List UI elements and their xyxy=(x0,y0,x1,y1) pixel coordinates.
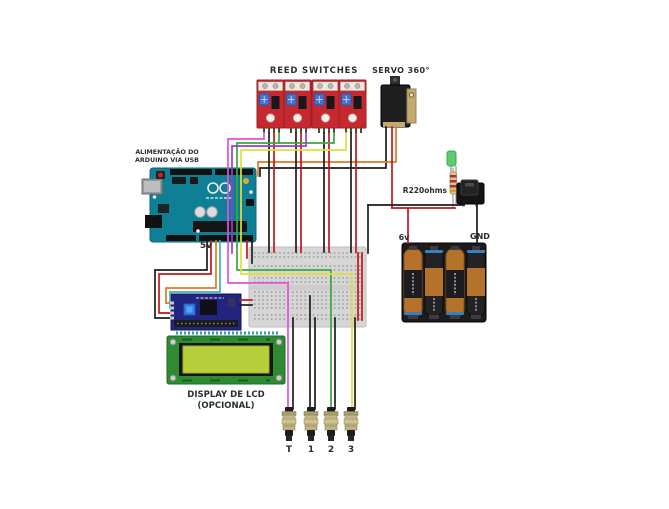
lcd-screw xyxy=(275,374,283,382)
connector-1-label: 1 xyxy=(308,445,314,455)
power-jack xyxy=(145,215,162,228)
servo-motor xyxy=(380,76,417,128)
i2c-pin xyxy=(170,306,174,310)
i2c-backpack-module xyxy=(170,293,242,331)
mounting-hole xyxy=(196,229,200,233)
wires xyxy=(154,126,478,411)
connector-3 xyxy=(343,406,359,442)
battery-holder xyxy=(401,242,487,323)
smd-component xyxy=(172,177,186,184)
header-bottom-left xyxy=(166,235,196,241)
i2c-jumper xyxy=(228,298,235,307)
reed-switch-module-2 xyxy=(283,79,312,134)
mounting-hole xyxy=(249,190,253,194)
resistor-band xyxy=(450,175,457,178)
smd-component xyxy=(190,177,198,184)
battery-aa-2 xyxy=(424,245,444,320)
icsp-header xyxy=(246,199,254,206)
servo-bottom-band xyxy=(383,122,405,127)
reed3-signal-link-wire xyxy=(278,132,335,144)
servo-ground-wire xyxy=(259,126,387,177)
breadboard xyxy=(248,246,367,328)
lcd-screw xyxy=(275,338,283,346)
switch-glint xyxy=(465,183,474,187)
i2c-sda-wire xyxy=(165,240,217,304)
resistor-220ohm xyxy=(449,168,457,208)
resistor-band xyxy=(450,189,457,192)
servo-signal-wire xyxy=(257,126,397,177)
i2c-gnd-wire xyxy=(154,240,208,319)
capacitor xyxy=(194,206,206,218)
i2c-pin xyxy=(170,301,174,305)
lcd-label-line1: DISPLAY DE LCD xyxy=(187,390,264,400)
lcd-screen xyxy=(182,345,270,374)
arduino-logo xyxy=(207,182,219,194)
i2c-chip xyxy=(200,300,217,315)
mounting-hole xyxy=(152,195,157,199)
servo-mount-hole xyxy=(408,92,415,98)
atmega-chip xyxy=(193,221,247,232)
header-top-right xyxy=(215,169,253,175)
connector-t xyxy=(281,406,297,442)
arduino-5v-label: 5v xyxy=(200,241,212,251)
usb-port-face xyxy=(144,181,160,192)
breadboard-center-channel xyxy=(249,285,366,290)
arduino-power-label-line2: ARDUINO VIA USB xyxy=(135,157,199,164)
battery-6v-label: 6v xyxy=(399,233,411,242)
voltage-regulator xyxy=(158,204,169,213)
ground-bus-wire xyxy=(367,200,465,206)
connector-2-label: 2 xyxy=(328,445,334,455)
reed-switches-label: REED SWITCHES xyxy=(270,66,358,76)
resistor-band xyxy=(450,180,457,183)
reed-switch-module-1 xyxy=(256,79,285,134)
gold-pad xyxy=(243,178,249,184)
battery-aa-1 xyxy=(403,245,423,320)
connector-3-label: 3 xyxy=(348,445,354,455)
i2c-vcc-wire xyxy=(158,240,212,314)
lcd-screw xyxy=(169,374,177,382)
i2c-pot-core xyxy=(186,306,193,313)
capacitor xyxy=(206,206,218,218)
header-bottom-right xyxy=(199,235,253,241)
servo-shaft-top xyxy=(393,78,397,82)
switch-rocker xyxy=(460,179,479,196)
rocker-switch xyxy=(456,179,485,207)
reed-signal-purple-wire xyxy=(231,132,307,254)
header-top-left xyxy=(170,169,212,175)
arduino-uno xyxy=(141,167,257,243)
battery-aa-3 xyxy=(445,245,465,320)
servo-body xyxy=(380,84,411,128)
i2c-left-pins xyxy=(170,301,174,320)
i2c-pin xyxy=(170,316,174,320)
i2c-pin xyxy=(170,311,174,315)
connector-t-label: T xyxy=(286,445,293,455)
connector-2 xyxy=(323,406,339,442)
resistor-label: R220ohms xyxy=(403,186,448,195)
battery-pack xyxy=(401,242,487,323)
lcd-label-line2: (OPCIONAL) xyxy=(198,401,255,411)
battery-gnd-label: GND xyxy=(470,232,490,241)
lcd-screw xyxy=(169,338,177,346)
battery-aa-4 xyxy=(466,245,486,320)
arduino-power-label-line1: ALIMENTAÇÃO DO xyxy=(135,147,199,156)
arduino-logo xyxy=(219,182,231,194)
reset-button xyxy=(158,172,163,178)
resistor-band xyxy=(450,185,457,188)
reed-switch-module-4 xyxy=(338,79,367,134)
servo-mount-flange xyxy=(406,88,417,124)
reed-signal-yellow-wire xyxy=(240,132,353,411)
connector-1 xyxy=(303,406,319,442)
reed-t-signal-wire xyxy=(227,132,289,411)
led-body xyxy=(446,150,457,167)
servo-label: SERVO 360° xyxy=(372,66,430,75)
reed-signal-green-wire xyxy=(236,132,332,411)
reed-switch-module-3 xyxy=(311,79,340,134)
lcd-display xyxy=(166,335,286,385)
